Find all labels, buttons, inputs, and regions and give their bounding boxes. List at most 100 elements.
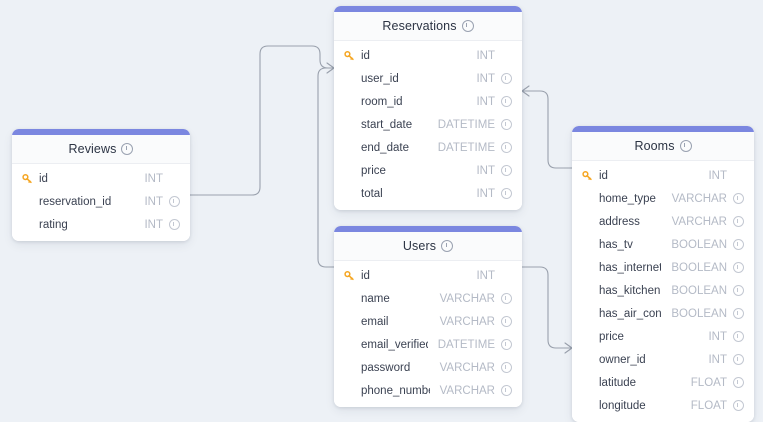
info-icon[interactable] (121, 143, 134, 155)
column-name: total (361, 187, 383, 200)
row-info-icon[interactable] (731, 239, 745, 250)
info-icon[interactable] (461, 20, 474, 32)
column-row-name[interactable]: name VARCHAR (334, 287, 522, 310)
row-info-icon[interactable] (731, 377, 745, 388)
column-name: email (361, 315, 389, 328)
row-info-icon[interactable] (731, 285, 745, 296)
info-icon[interactable] (732, 308, 744, 319)
row-info-icon[interactable] (499, 96, 513, 107)
column-type: VARCHAR (439, 292, 495, 305)
column-row-home_type[interactable]: home_type VARCHAR (572, 187, 754, 210)
column-name: name (361, 292, 390, 305)
row-info-icon[interactable] (499, 339, 513, 350)
table-card-reviews[interactable]: Reviews id INT reservation_id INT rating… (12, 129, 190, 241)
info-icon[interactable] (168, 196, 180, 207)
row-info-icon[interactable] (731, 331, 745, 342)
info-icon[interactable] (679, 140, 692, 152)
row-info-icon[interactable] (499, 316, 513, 327)
column-row-total[interactable]: total INT (334, 182, 522, 205)
row-info-icon[interactable] (499, 362, 513, 373)
column-row-address[interactable]: address VARCHAR (572, 210, 754, 233)
table-title: Reviews (68, 142, 117, 156)
column-row-price[interactable]: price INT (572, 325, 754, 348)
column-row-rating[interactable]: rating INT (12, 213, 190, 236)
row-info-icon[interactable] (731, 216, 745, 227)
column-type: VARCHAR (439, 384, 495, 397)
column-row-phone_numbe[interactable]: phone_numbe VARCHAR (334, 379, 522, 402)
column-row-start_date[interactable]: start_date DATETIME (334, 113, 522, 136)
column-name: has_internet (599, 261, 662, 274)
row-info-icon[interactable] (499, 188, 513, 199)
row-info-icon[interactable] (731, 400, 745, 411)
info-icon[interactable] (168, 219, 180, 230)
column-name: password (361, 361, 411, 374)
column-type: FLOAT (690, 376, 727, 389)
column-row-has_kitchen[interactable]: has_kitchen BOOLEAN (572, 279, 754, 302)
column-row-owner_id[interactable]: owner_id INT (572, 348, 754, 371)
row-info-icon[interactable] (499, 73, 513, 84)
key-icon (344, 270, 355, 281)
info-icon[interactable] (732, 239, 744, 250)
table-card-users[interactable]: Users id INT name VARCHAR email VARCHAR … (334, 226, 522, 407)
row-info-icon[interactable] (167, 196, 181, 207)
row-info-icon[interactable] (499, 293, 513, 304)
info-icon[interactable] (500, 316, 512, 327)
info-icon[interactable] (500, 165, 512, 176)
column-type: INT (708, 353, 727, 366)
info-icon[interactable] (500, 362, 512, 373)
column-row-id[interactable]: id INT (572, 164, 754, 187)
info-icon[interactable] (500, 142, 512, 153)
table-card-rooms[interactable]: Rooms id INT home_type VARCHAR address V… (572, 126, 754, 422)
table-header[interactable]: Users (334, 232, 522, 261)
column-row-has_internet[interactable]: has_internet BOOLEAN (572, 256, 754, 279)
info-icon[interactable] (732, 400, 744, 411)
row-info-icon[interactable] (731, 193, 745, 204)
column-row-id[interactable]: id INT (12, 167, 190, 190)
row-info-icon[interactable] (731, 308, 745, 319)
column-row-end_date[interactable]: end_date DATETIME (334, 136, 522, 159)
info-icon[interactable] (732, 193, 744, 204)
column-row-has_tv[interactable]: has_tv BOOLEAN (572, 233, 754, 256)
info-icon[interactable] (500, 339, 512, 350)
info-icon[interactable] (732, 331, 744, 342)
row-info-icon[interactable] (499, 385, 513, 396)
info-icon[interactable] (500, 73, 512, 84)
column-row-email_verified_[interactable]: email_verified_ DATETIME (334, 333, 522, 356)
row-info-icon[interactable] (731, 262, 745, 273)
row-info-icon[interactable] (731, 354, 745, 365)
info-icon[interactable] (500, 96, 512, 107)
column-name: address (599, 215, 640, 228)
info-icon[interactable] (732, 285, 744, 296)
info-icon[interactable] (732, 354, 744, 365)
row-info-icon[interactable] (499, 119, 513, 130)
table-card-reservations[interactable]: Reservations id INT user_id INT room_id … (334, 6, 522, 210)
info-icon[interactable] (441, 240, 454, 252)
table-header[interactable]: Rooms (572, 132, 754, 161)
info-icon[interactable] (500, 119, 512, 130)
column-row-id[interactable]: id INT (334, 44, 522, 67)
column-name: price (361, 164, 386, 177)
row-info-icon[interactable] (167, 219, 181, 230)
row-info-icon[interactable] (499, 142, 513, 153)
info-icon[interactable] (732, 216, 744, 227)
column-row-id[interactable]: id INT (334, 264, 522, 287)
info-icon[interactable] (500, 385, 512, 396)
column-row-password[interactable]: password VARCHAR (334, 356, 522, 379)
table-header[interactable]: Reviews (12, 135, 190, 164)
info-icon[interactable] (500, 188, 512, 199)
column-type: INT (144, 195, 163, 208)
column-row-has_air_con[interactable]: has_air_con BOOLEAN (572, 302, 754, 325)
column-row-latitude[interactable]: latitude FLOAT (572, 371, 754, 394)
info-icon[interactable] (500, 293, 512, 304)
column-row-user_id[interactable]: user_id INT (334, 67, 522, 90)
info-icon[interactable] (732, 377, 744, 388)
column-row-price[interactable]: price INT (334, 159, 522, 182)
table-header[interactable]: Reservations (334, 12, 522, 41)
column-row-room_id[interactable]: room_id INT (334, 90, 522, 113)
column-row-longitude[interactable]: longitude FLOAT (572, 394, 754, 417)
column-row-email[interactable]: email VARCHAR (334, 310, 522, 333)
column-row-reservation_id[interactable]: reservation_id INT (12, 190, 190, 213)
row-info-icon[interactable] (499, 165, 513, 176)
info-icon[interactable] (732, 262, 744, 273)
